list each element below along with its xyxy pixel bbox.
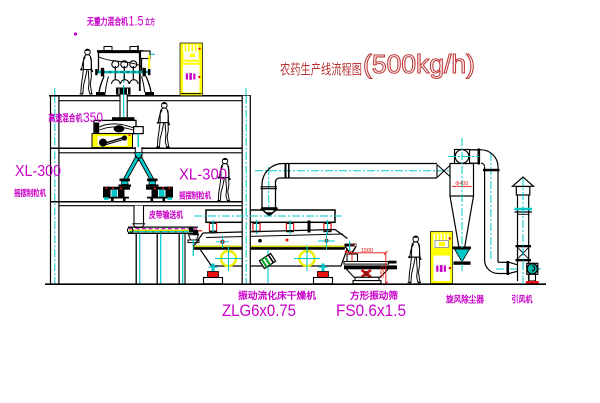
svg-text:XL-300: XL-300: [179, 167, 227, 184]
svg-text:XL-300: XL-300: [15, 163, 61, 180]
svg-text:农药生产线流程图: 农药生产线流程图: [280, 62, 362, 78]
svg-text:立方: 立方: [145, 17, 155, 27]
svg-text:1.5: 1.5: [129, 14, 144, 29]
svg-text:1500: 1500: [361, 248, 373, 254]
svg-text:摇摆制粒机: 摇摆制粒机: [179, 191, 211, 201]
svg-text:350: 350: [83, 109, 103, 125]
svg-text:皮带输送机: 皮带输送机: [148, 209, 183, 220]
svg-text:高速混合机: 高速混合机: [48, 113, 82, 125]
svg-text:550: 550: [380, 266, 386, 278]
svg-text:摇摆制粒机: 摇摆制粒机: [14, 188, 46, 198]
svg-text:引风机: 引风机: [512, 294, 533, 305]
svg-text:ZLG6x0.75: ZLG6x0.75: [222, 302, 296, 320]
svg-text:(500kg/h): (500kg/h): [363, 51, 475, 79]
svg-text:FS0.6x1.5: FS0.6x1.5: [336, 302, 406, 320]
svg-text:方形振动筛: 方形振动筛: [350, 290, 398, 302]
svg-text:旋风除尘器: 旋风除尘器: [445, 294, 485, 305]
svg-text:无重力混合机: 无重力混合机: [86, 16, 128, 28]
svg-text:振动流化床干燥机: 振动流化床干燥机: [238, 290, 316, 302]
